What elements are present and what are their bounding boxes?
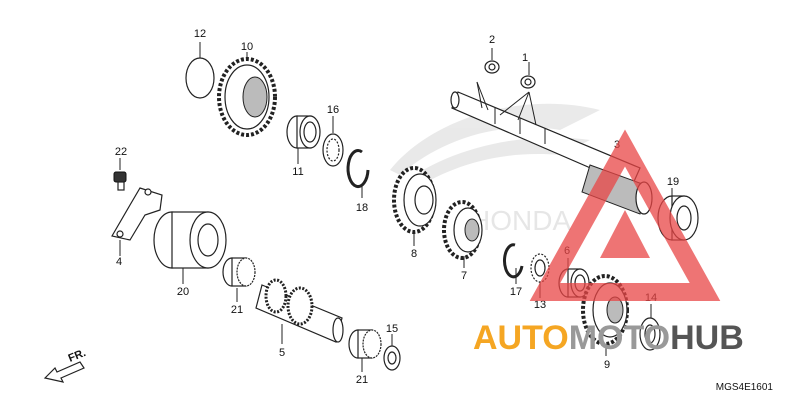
watermark-part-auto: AUTO [473,319,569,357]
faint-wing-logo: HONDA [390,103,600,236]
callout-22: 22 [115,146,127,158]
part-collar-2 [484,60,500,74]
callout-16: 16 [327,104,339,116]
part-collar-1 [520,75,536,89]
part-gear-8 [392,166,437,234]
part-washer-14 [639,317,661,351]
callout-20: 20 [177,286,189,298]
watermark-text: AUTOMOTOHUB [473,319,744,357]
part-bolt-22 [113,171,127,191]
watermark-part-hub: HUB [670,319,744,357]
callout-21-b: 21 [356,374,368,386]
callout-17: 17 [510,286,522,298]
watermark-part-moto: MOTO [569,319,670,357]
callout-7: 7 [461,270,467,282]
callout-13: 13 [534,299,546,311]
front-direction-arrow-icon [43,361,85,383]
watermark-triangle-icon [529,129,721,301]
part-gear-10 [217,57,277,137]
faint-logo-text: HONDA [470,205,571,236]
part-clip-18 [346,149,370,188]
part-gear-7 [442,200,483,260]
part-bearing-20 [153,211,227,269]
watermark-logo [529,129,721,301]
part-bushing-11 [286,115,321,149]
part-washer-15 [383,345,401,371]
direction-label: FR. [67,347,88,365]
part-washer-16 [322,133,344,167]
part-clip-17 [503,243,524,279]
callout-2: 2 [489,34,495,46]
callout-19: 19 [667,176,679,188]
callout-21-a: 21 [231,304,243,316]
callout-18: 18 [356,202,368,214]
part-countershaft-5 [255,278,344,343]
callout-12: 12 [194,28,206,40]
callout-10: 10 [241,41,253,53]
part-needle-bearing-21-a [222,257,256,287]
callout-1: 1 [522,52,528,64]
callout-5: 5 [279,347,285,359]
callout-8: 8 [411,248,417,260]
diagram-code: MGS4E1601 [716,382,774,393]
part-plate-4 [111,187,163,241]
callout-9: 9 [604,359,610,371]
callout-4: 4 [116,256,122,268]
part-needle-bearing-21-b [348,329,382,359]
callout-11: 11 [292,166,303,178]
part-ring-12 [185,57,215,99]
callout-15: 15 [386,323,398,335]
